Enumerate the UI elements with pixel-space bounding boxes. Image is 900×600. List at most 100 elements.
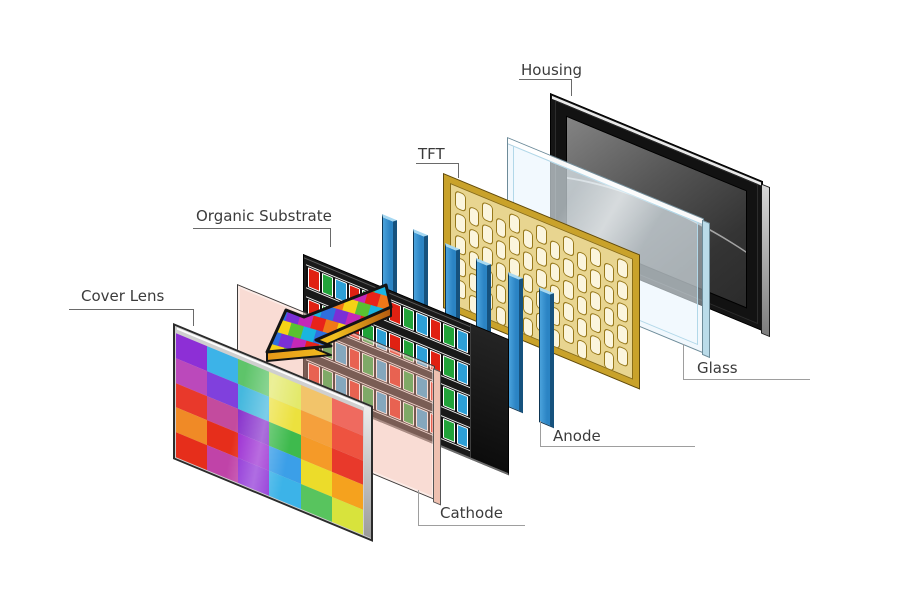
tft-slot: [617, 301, 628, 324]
label-anode: Anode: [553, 427, 601, 445]
substrate-bar: [429, 317, 441, 343]
tft-slot: [603, 327, 615, 350]
substrate-bar: [375, 295, 387, 320]
tft-slot: [509, 212, 520, 235]
label-cathode: Cathode: [440, 504, 503, 522]
tft-slot: [522, 315, 534, 339]
tft-slot: [617, 345, 628, 368]
tft-column: [617, 257, 628, 372]
anode-bar: [539, 286, 554, 428]
tft-slot: [603, 261, 615, 284]
substrate-bar: [416, 311, 428, 337]
tft-slot: [509, 234, 520, 257]
tft-column: [495, 216, 507, 328]
tft-slot: [563, 300, 574, 324]
tft-slot: [563, 322, 574, 346]
tft-slot: [495, 260, 507, 284]
tft-column: [563, 234, 574, 350]
leader-glass-underline: [683, 379, 810, 380]
tft-slot: [576, 294, 588, 317]
tft-slot: [455, 189, 466, 213]
tft-slot: [522, 227, 534, 251]
tft-slot: [617, 323, 628, 346]
tft-slot: [617, 279, 628, 302]
tft-slot: [455, 211, 466, 235]
glass-side-edge: [702, 219, 710, 359]
tft-slot: [522, 249, 534, 273]
housing-side-edge: [761, 183, 770, 338]
leader-housing-connector: [571, 79, 572, 96]
tft-slot: [495, 216, 507, 240]
substrate-bar: [456, 360, 468, 386]
tft-slot: [590, 246, 601, 269]
tft-column: [590, 246, 601, 361]
tft-slot: [536, 267, 547, 290]
substrate-side-face: [470, 324, 508, 473]
label-housing: Housing: [521, 61, 582, 79]
leader-housing-underline: [519, 79, 572, 80]
leader-tft-underline: [416, 163, 459, 164]
tft-slot: [495, 304, 507, 328]
substrate-bar: [348, 283, 360, 309]
leader-tft-connector: [458, 163, 459, 178]
leader-cathode-connector: [418, 490, 419, 526]
substrate-bar: [321, 272, 333, 298]
substrate-bar: [402, 306, 414, 331]
tft-slot: [590, 268, 601, 291]
cathode-side-edge: [433, 368, 441, 506]
leader-cover-underline: [69, 309, 194, 310]
tft-slot: [590, 290, 601, 313]
leader-glass-connector: [683, 344, 684, 380]
tft-slot: [482, 201, 493, 224]
tft-slot: [603, 283, 615, 306]
label-glass: Glass: [697, 359, 738, 377]
label-organic-substrate: Organic Substrate: [196, 207, 332, 225]
tft-slot: [549, 239, 561, 262]
tft-column: [522, 227, 534, 339]
tft-slot: [590, 312, 601, 335]
substrate-bar: [443, 354, 455, 380]
tft-slot: [536, 223, 547, 246]
tft-slot: [576, 338, 588, 361]
tft-slot: [468, 227, 480, 250]
substrate-bar: [308, 267, 320, 292]
substrate-bar: [443, 322, 455, 348]
tft-slot: [522, 293, 534, 317]
leader-cover-connector: [193, 309, 194, 326]
tft-slot: [522, 271, 534, 295]
tft-slot: [536, 245, 547, 268]
tft-slot: [563, 234, 574, 258]
tft-slot: [495, 238, 507, 262]
substrate-bar: [456, 391, 468, 417]
leader-anode-underline: [540, 446, 695, 447]
leader-organic-underline: [193, 228, 331, 229]
substrate-bar: [456, 423, 468, 449]
substrate-bar: [443, 386, 455, 412]
substrate-bar: [456, 328, 468, 354]
substrate-bar: [443, 417, 455, 443]
tft-slot: [603, 349, 615, 372]
tft-slot: [563, 278, 574, 302]
tft-slot: [563, 256, 574, 280]
tft-slot: [495, 282, 507, 306]
tft-slot: [482, 223, 493, 246]
tft-slot: [576, 316, 588, 339]
tft-slot: [576, 250, 588, 273]
substrate-bar: [389, 300, 401, 326]
tft-column: [603, 261, 615, 372]
tft-slot: [590, 334, 601, 357]
substrate-bar: [335, 278, 347, 304]
tft-column: [576, 250, 588, 361]
tft-slot: [549, 261, 561, 284]
anode-bar: [507, 272, 523, 414]
tft-slot: [617, 257, 628, 280]
leader-organic-connector: [330, 228, 331, 247]
tft-slot: [468, 205, 480, 228]
label-tft: TFT: [418, 145, 445, 163]
tft-slot: [603, 305, 615, 328]
label-cover-lens: Cover Lens: [81, 287, 165, 305]
tft-slot: [576, 272, 588, 295]
cover-lens-side-edge: [364, 405, 371, 539]
leader-anode-connector: [540, 421, 541, 447]
